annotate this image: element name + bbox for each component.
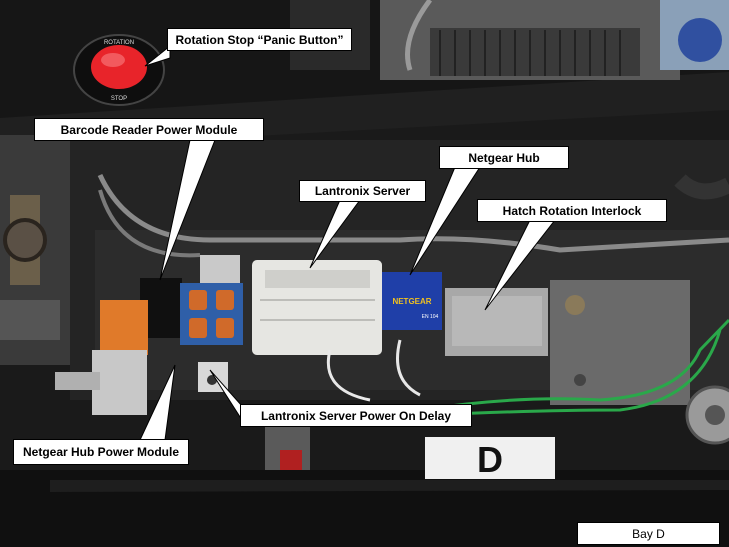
callout-barcode-power: Barcode Reader Power Module xyxy=(34,118,264,141)
callout-netgear-power: Netgear Hub Power Module xyxy=(13,439,189,465)
callout-lantronix-server: Lantronix Server xyxy=(299,180,426,202)
netgear-model-text: EN 104 xyxy=(422,314,439,320)
callout-hatch-interlock: Hatch Rotation Interlock xyxy=(477,199,667,222)
orange-power-module xyxy=(100,300,148,355)
netgear-brand-text: NETGEAR xyxy=(392,297,431,306)
bay-sign-letter: D xyxy=(477,439,503,480)
callout-rotation-stop: Rotation Stop “Panic Button” xyxy=(167,28,352,51)
bay-sign xyxy=(425,437,555,479)
callout-lantronix-delay: Lantronix Server Power On Delay xyxy=(240,404,472,427)
panic-button-top-text: ROTATION xyxy=(104,40,134,46)
bay-label: Bay D xyxy=(577,522,720,545)
panic-button xyxy=(91,45,147,89)
green-wiring xyxy=(419,318,729,412)
netgear-hub-device xyxy=(382,272,442,330)
panic-button-bottom-text: STOP xyxy=(111,96,127,102)
leader-rotation-stop xyxy=(144,44,171,67)
callout-netgear-hub: Netgear Hub xyxy=(439,146,569,169)
